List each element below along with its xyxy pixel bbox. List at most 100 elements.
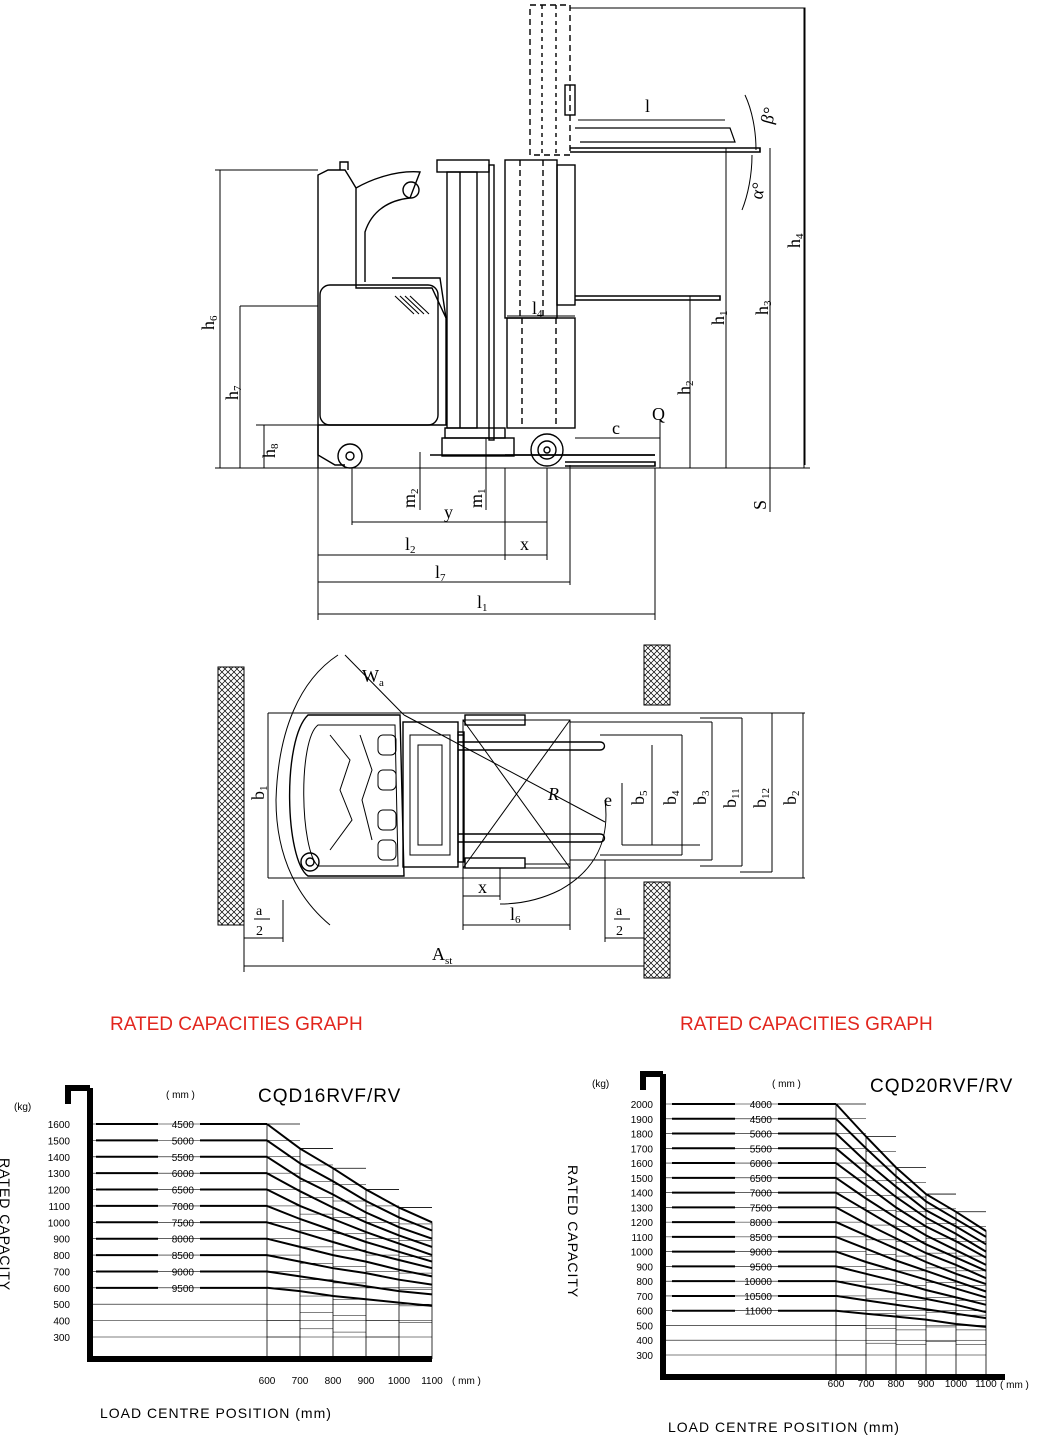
- svg-text:x: x: [478, 877, 487, 897]
- svg-text:2: 2: [256, 924, 263, 939]
- y-tick-label: 700: [636, 1292, 653, 1303]
- series-label: 9500: [172, 1284, 195, 1295]
- series-label: 10000: [744, 1277, 772, 1288]
- y-tick-label: 300: [636, 1351, 653, 1362]
- y-tick-label: 1400: [48, 1153, 71, 1164]
- y-axis-title: RATED CAPACITY: [0, 1158, 13, 1291]
- svg-text:l: l: [645, 96, 650, 116]
- y-tick-label: 1200: [631, 1218, 654, 1229]
- svg-text:Q: Q: [652, 404, 665, 424]
- series-curve: [835, 1191, 987, 1272]
- y-tick-label: 1400: [631, 1189, 654, 1200]
- svg-text:x: x: [520, 534, 529, 554]
- capacity-chart-cqd16: (kg) ( mm ) CQD16RVF/RV RATED CAPACITY L…: [0, 1085, 481, 1421]
- y-tick-label: 1800: [631, 1130, 654, 1141]
- svg-text:l1: l1: [477, 592, 488, 614]
- series-label: 4000: [750, 1100, 773, 1111]
- x-tick-label: 800: [888, 1379, 905, 1390]
- x-axis-title: LOAD CENTRE POSITION (mm): [668, 1419, 900, 1435]
- series-curve: [835, 1280, 987, 1314]
- series-curve: [835, 1206, 987, 1280]
- x-tick-label: 600: [828, 1379, 845, 1390]
- y-tick-label: 400: [636, 1336, 653, 1347]
- y-unit-label: (kg): [14, 1102, 31, 1113]
- series-label: 5000: [172, 1136, 195, 1147]
- series-label: 5500: [172, 1153, 195, 1164]
- svg-text:l7: l7: [435, 562, 446, 584]
- x-tick-label: 1000: [945, 1379, 968, 1390]
- svg-text:b1: b1: [248, 786, 270, 801]
- x-tick-label: 1100: [421, 1376, 443, 1387]
- svg-text:Ast: Ast: [432, 944, 452, 967]
- svg-text:h4: h4: [784, 233, 806, 248]
- x-tick-label: 700: [292, 1376, 309, 1387]
- series-curve: [835, 1250, 987, 1299]
- svg-text:b2: b2: [780, 791, 802, 806]
- y-tick-label: 500: [53, 1300, 70, 1311]
- series-label: 10500: [744, 1292, 772, 1303]
- height-unit-label: ( mm ): [772, 1079, 801, 1090]
- y-tick-label: 600: [636, 1307, 653, 1318]
- y-tick-label: 700: [53, 1267, 70, 1278]
- series-label: 6500: [750, 1174, 773, 1185]
- y-tick-label: 1000: [48, 1218, 71, 1229]
- x-unit-label: ( mm ): [1000, 1380, 1029, 1391]
- series-label: 6500: [172, 1186, 195, 1197]
- series-curve: [266, 1172, 433, 1248]
- series-curve: [266, 1188, 433, 1257]
- series-label: 4500: [750, 1115, 773, 1126]
- y-tick-label: 1500: [48, 1136, 71, 1147]
- y-tick-label: 1600: [48, 1120, 71, 1131]
- series-curve: [835, 1103, 987, 1232]
- svg-text:c: c: [612, 418, 620, 438]
- y-tick-label: 1900: [631, 1115, 654, 1126]
- svg-text:b5: b5: [628, 790, 650, 805]
- series-curve: [266, 1221, 433, 1270]
- svg-text:h8: h8: [259, 443, 281, 458]
- series-label: 9500: [750, 1262, 773, 1273]
- top-view-labels: Wa b1 R e b5 b4 b3 b11 b12 b2 x l6 a 2 a…: [248, 666, 802, 967]
- chart-title-right: RATED CAPACITIES GRAPH: [680, 1014, 933, 1035]
- x-tick-label: 900: [358, 1376, 375, 1387]
- series-label: 5500: [750, 1144, 773, 1155]
- x-tick-label: 1100: [975, 1379, 997, 1390]
- y-tick-label: 900: [636, 1262, 653, 1273]
- svg-text:b4: b4: [660, 790, 682, 805]
- series-label: 7500: [172, 1218, 195, 1229]
- y-axis-title: RATED CAPACITY: [565, 1165, 581, 1298]
- svg-text:h3: h3: [752, 300, 774, 315]
- svg-text:h1: h1: [708, 311, 730, 326]
- y-tick-label: 1100: [631, 1233, 653, 1244]
- series-curve: [835, 1265, 987, 1306]
- series-curve: [266, 1155, 433, 1240]
- y-tick-label: 1700: [631, 1144, 654, 1155]
- series-curve: [835, 1294, 987, 1320]
- series-label: 9000: [172, 1267, 195, 1278]
- x-tick-label: 700: [858, 1379, 875, 1390]
- chart-frame: [65, 1085, 432, 1362]
- series-curve: [266, 1270, 433, 1296]
- svg-text:m1: m1: [466, 488, 488, 508]
- y-unit-label: (kg): [592, 1079, 609, 1090]
- y-tick-label: 600: [53, 1284, 70, 1295]
- y-tick-label: 800: [53, 1251, 70, 1262]
- x-tick-label: 1000: [388, 1376, 411, 1387]
- series-label: 8000: [172, 1235, 195, 1246]
- y-tick-label: 1600: [631, 1159, 654, 1170]
- svg-text:h6: h6: [198, 315, 220, 330]
- side-view-labels: h6 h7 h8 m2 y m1 l2 x l7 l1 l4 c Q h2 h1…: [198, 96, 806, 614]
- x-axis-title: LOAD CENTRE POSITION (mm): [100, 1405, 332, 1421]
- x-tick-label: 800: [325, 1376, 342, 1387]
- y-tick-label: 800: [636, 1277, 653, 1288]
- svg-text:b11: b11: [720, 788, 742, 808]
- y-tick-label: 2000: [631, 1100, 654, 1111]
- svg-text:y: y: [444, 502, 453, 522]
- series-label: 6000: [750, 1159, 773, 1170]
- series-label: 8500: [750, 1233, 773, 1244]
- series-curve: [835, 1147, 987, 1253]
- series-curve: [266, 1237, 433, 1278]
- y-tick-label: 1300: [631, 1203, 654, 1214]
- y-tick-label: 500: [636, 1321, 653, 1332]
- series-label: 9000: [750, 1248, 773, 1259]
